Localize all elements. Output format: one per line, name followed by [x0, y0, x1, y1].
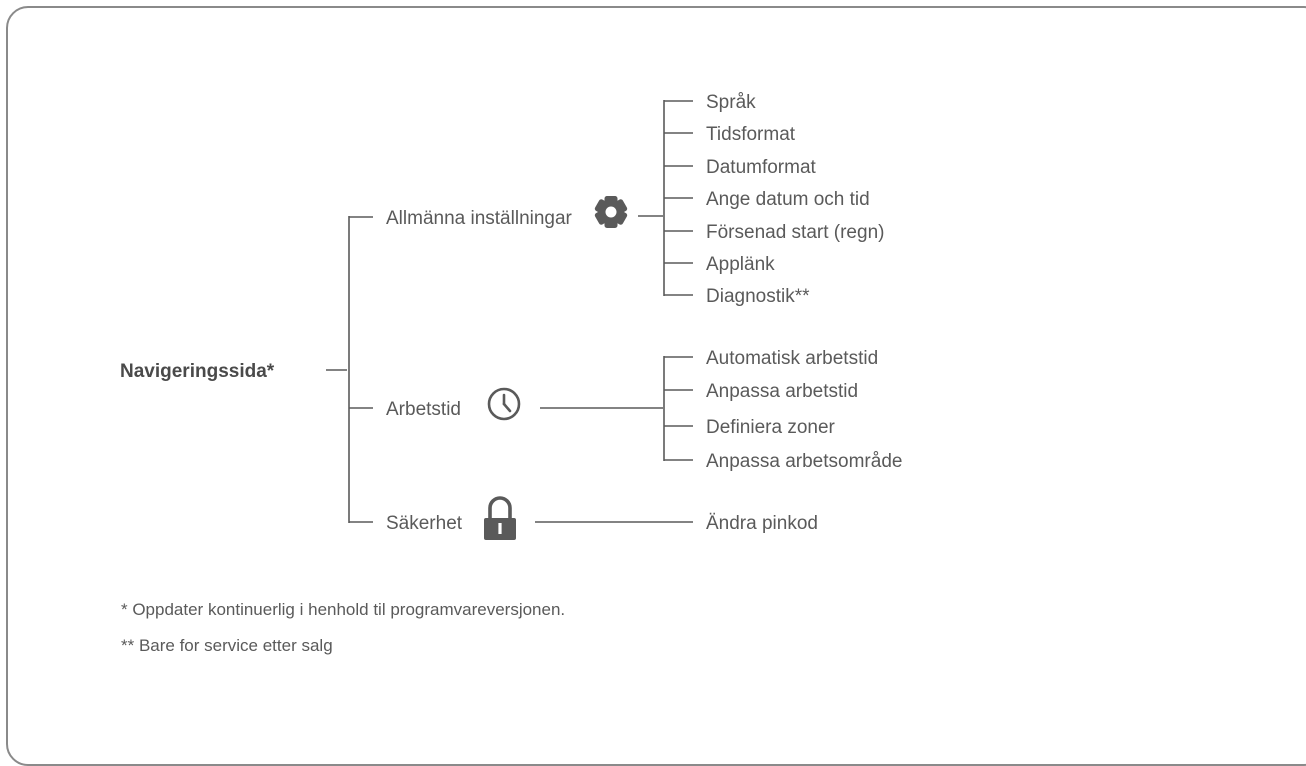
- leaf-item-change-pin: Ändra pinkod: [706, 513, 818, 534]
- footnote-software-version: * Oppdater kontinuerlig i henhold til pr…: [121, 600, 566, 619]
- group-label-security: Säkerhet: [386, 513, 463, 534]
- leaf-item-language: Språk: [706, 92, 756, 113]
- tree-connectors: [326, 100, 693, 523]
- leaf-item-time-format: Tidsformat: [706, 124, 796, 145]
- leaf-item-automatic-working-time: Automatisk arbetstid: [706, 348, 878, 369]
- lock-icon: [484, 496, 516, 540]
- leaf-item-date-format: Datumformat: [706, 157, 817, 178]
- leaf-item-custom-working-time: Anpassa arbetstid: [706, 381, 858, 402]
- clock-icon: [487, 387, 521, 421]
- root-node-label: Navigeringssida*: [120, 361, 275, 382]
- leaf-item-set-date-time: Ange datum och tid: [706, 189, 870, 210]
- footnote-after-sales-service: ** Bare for service etter salg: [121, 636, 333, 655]
- group-label-general-settings: Allmänna inställningar: [386, 208, 573, 229]
- leaf-item-custom-work-area: Anpassa arbetsområde: [706, 451, 902, 472]
- navigation-tree-diagram: Navigeringssida* Allmänna inställningar …: [120, 92, 902, 540]
- leaf-item-diagnostics: Diagnostik**: [706, 286, 810, 307]
- gear-icon: [594, 196, 628, 228]
- leaf-item-app-link: Applänk: [706, 254, 775, 275]
- leaf-item-delayed-start: Försenad start (regn): [706, 222, 884, 243]
- group-label-working-time: Arbetstid: [386, 399, 461, 420]
- leaf-item-define-zones: Definiera zoner: [706, 417, 836, 438]
